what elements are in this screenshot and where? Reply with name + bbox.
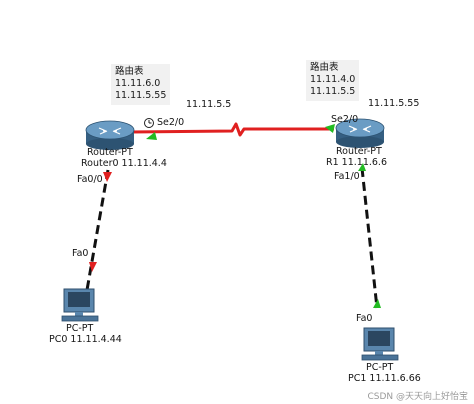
router0-serial-port-label: Se2/0 [157,117,185,128]
router0-name-label: Router0 11.11.4.4 [81,158,167,169]
pc0-port-label: Fa0 [72,248,89,259]
router0-icon[interactable] [85,120,135,150]
serial-ip-right-label: 11.11.5.55 [368,98,420,109]
link-down-indicator-router0-fa [103,172,112,182]
note-line: 11.11.6.0 [115,78,161,89]
link-up-indicator-r1-fa [358,163,366,171]
note-line: 11.11.5.5 [310,86,356,97]
router1-lan-port-label: Fa1/0 [334,171,360,182]
pc1-icon[interactable] [361,327,399,361]
router1-icon[interactable] [335,118,385,148]
serial-ip-left-label: 11.11.5.5 [186,99,232,110]
router1-serial-port-label: Se2/0 [331,114,359,125]
watermark: CSDN @天天向上好怡宝 [367,392,468,402]
pc1-model-label: PC-PT [366,362,394,373]
link-down-indicator-pc0 [89,262,97,272]
ethernet-link-r1-pc1[interactable] [360,167,379,309]
routing-table-note-left[interactable]: 路由表 11.11.6.0 11.11.5.55 [111,64,171,105]
clock-icon [144,118,154,128]
pc0-icon[interactable] [61,288,99,322]
note-line: 11.11.4.0 [310,74,356,85]
pc1-name-label: PC1 11.11.6.66 [348,373,421,384]
pc0-name-label: PC0 11.11.4.44 [49,334,122,345]
link-up-indicator-r1-se [325,124,335,133]
pc0-model-label: PC-PT [66,323,94,334]
pc1-port-label: Fa0 [356,313,373,324]
note-line: 11.11.5.55 [115,90,167,101]
router1-model-label: Router-PT [336,146,382,157]
serial-link[interactable] [130,122,334,137]
router0-lan-port-label: Fa0/0 [77,174,103,185]
link-up-indicator-pc1 [373,299,381,308]
routing-table-note-right[interactable]: 路由表 11.11.4.0 11.11.5.5 [306,60,360,101]
router0-model-label: Router-PT [87,147,133,158]
router1-name-label: R1 11.11.6.6 [326,157,387,168]
link-up-indicator-router0-se [146,132,157,140]
note-title: 路由表 [115,66,144,77]
ethernet-link-router0-pc0[interactable] [85,169,110,291]
note-title: 路由表 [310,62,339,73]
